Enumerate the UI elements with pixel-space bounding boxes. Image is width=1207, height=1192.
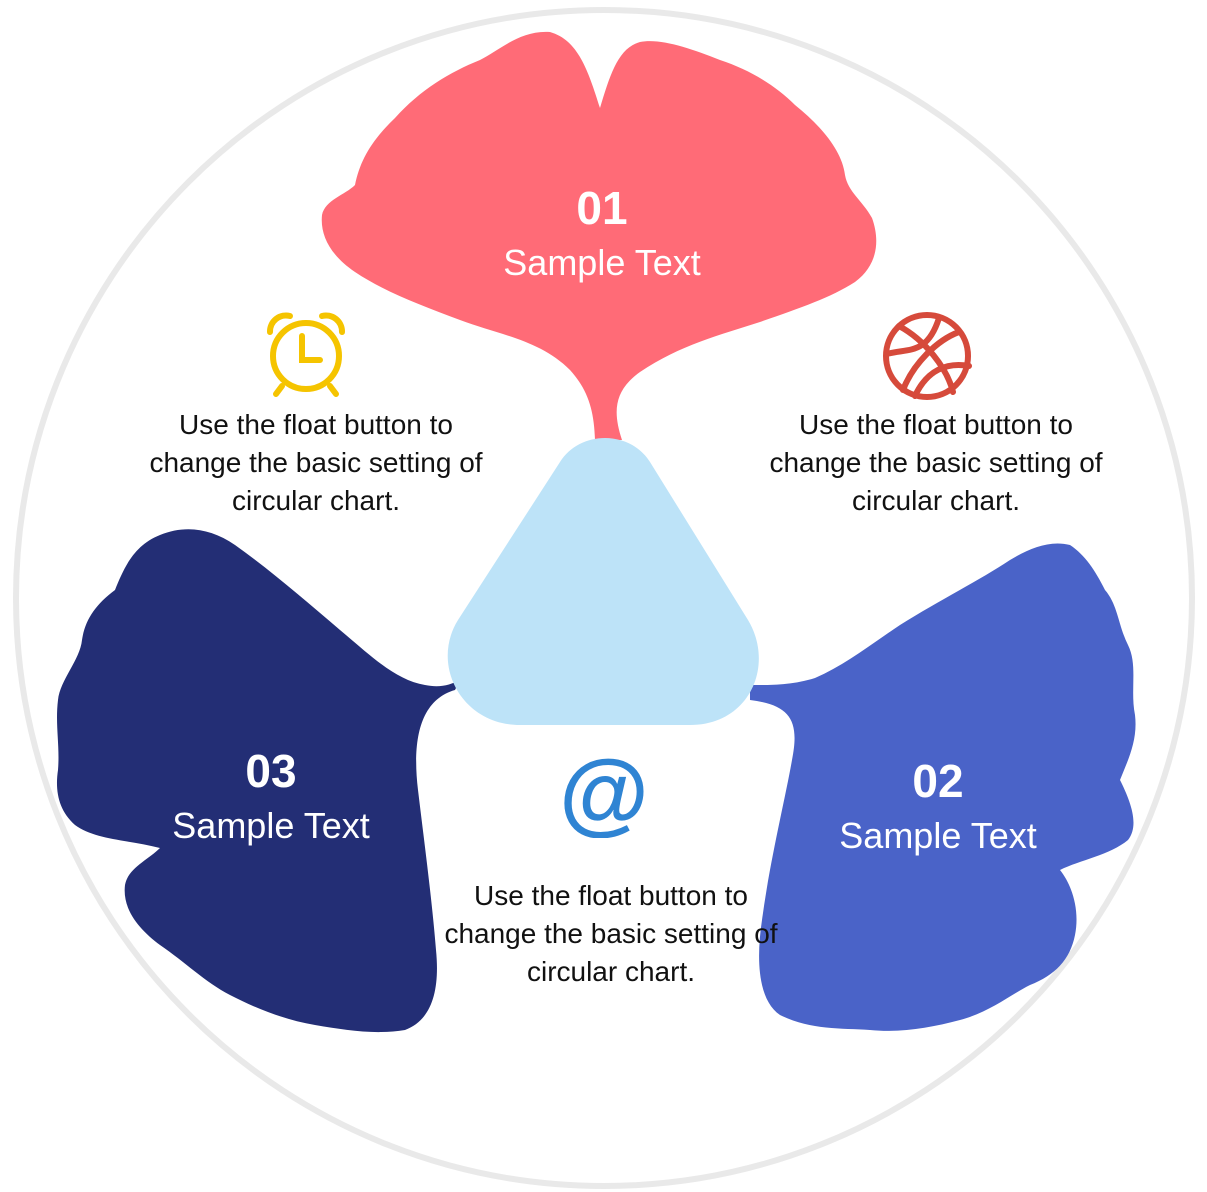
leaf-02 bbox=[750, 543, 1136, 1031]
leaf-01-number: 01 bbox=[576, 182, 628, 234]
basketball-icon bbox=[883, 312, 972, 400]
svg-text:@: @ bbox=[559, 754, 649, 838]
leaf-02-number: 02 bbox=[912, 755, 964, 807]
description-03: Use the float button to change the basic… bbox=[444, 880, 778, 987]
leaf-03-label: Sample Text bbox=[172, 805, 370, 846]
leaf-03 bbox=[56, 529, 460, 1033]
alarm-clock-icon bbox=[267, 312, 345, 397]
at-sign-icon: @ bbox=[559, 754, 649, 838]
description-01: Use the float button to change the basic… bbox=[149, 409, 483, 516]
leaf-01-label: Sample Text bbox=[503, 242, 701, 283]
center-triangle bbox=[447, 438, 759, 725]
leaf-03-number: 03 bbox=[245, 745, 297, 797]
description-02: Use the float button to change the basic… bbox=[769, 409, 1103, 516]
leaf-02-label: Sample Text bbox=[839, 815, 1037, 856]
outer-ring bbox=[13, 7, 1195, 1189]
leaf-01 bbox=[321, 31, 877, 440]
